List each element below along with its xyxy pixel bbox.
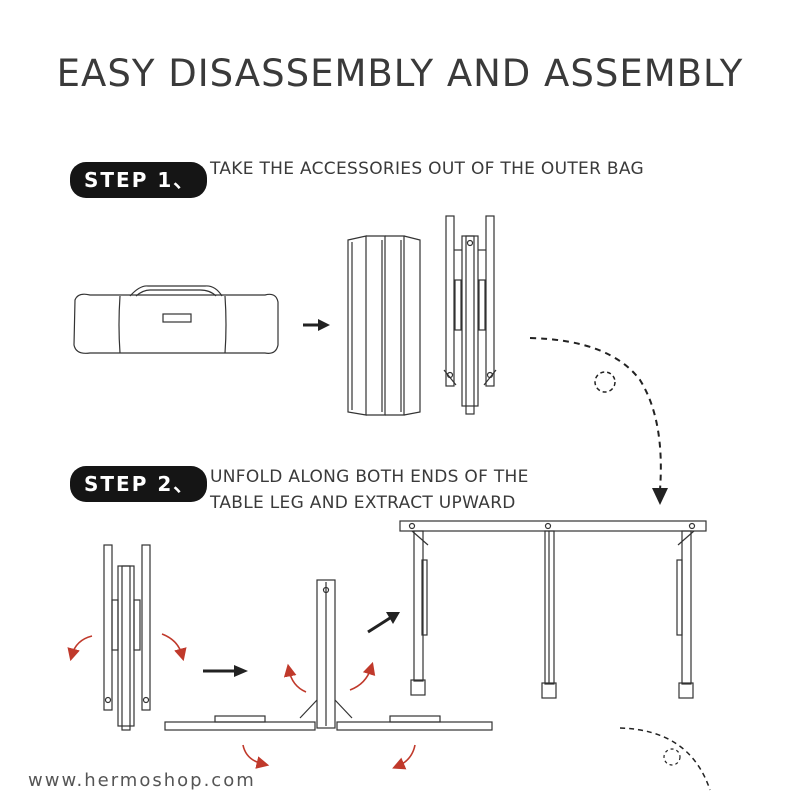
step1-badge: STEP 1、 <box>70 162 208 198</box>
footer-url: www.hermoshop.com <box>28 770 256 791</box>
folded-leg-frame-illustration <box>443 215 497 415</box>
step2-description-line2: TABLE LEG AND EXTRACT UPWARD <box>210 493 516 513</box>
rotation-arrow-icon <box>242 661 416 770</box>
folded-leg-frame-illustration <box>103 544 151 731</box>
step1-description: TAKE THE ACCESSORIES OUT OF THE OUTER BA… <box>210 159 644 179</box>
folded-tabletop-illustration <box>347 235 421 416</box>
dashed-curve-arrow-icon <box>529 337 668 505</box>
right-arrow-icon <box>203 665 248 677</box>
carry-bag-illustration <box>73 285 279 354</box>
unfolded-leg-frame-illustration <box>164 579 493 731</box>
step2-badge: STEP 2、 <box>70 466 208 502</box>
step2-description-line1: UNFOLD ALONG BOTH ENDS OF THE <box>210 467 529 487</box>
right-arrow-icon <box>303 319 330 331</box>
page-title: EASY DISASSEMBLY AND ASSEMBLY <box>56 52 744 95</box>
assembled-frame-illustration <box>399 520 707 699</box>
right-arrow-icon <box>367 612 400 634</box>
rotation-arrow-icon <box>67 633 187 662</box>
dashed-curve-arrow-icon <box>619 727 711 791</box>
